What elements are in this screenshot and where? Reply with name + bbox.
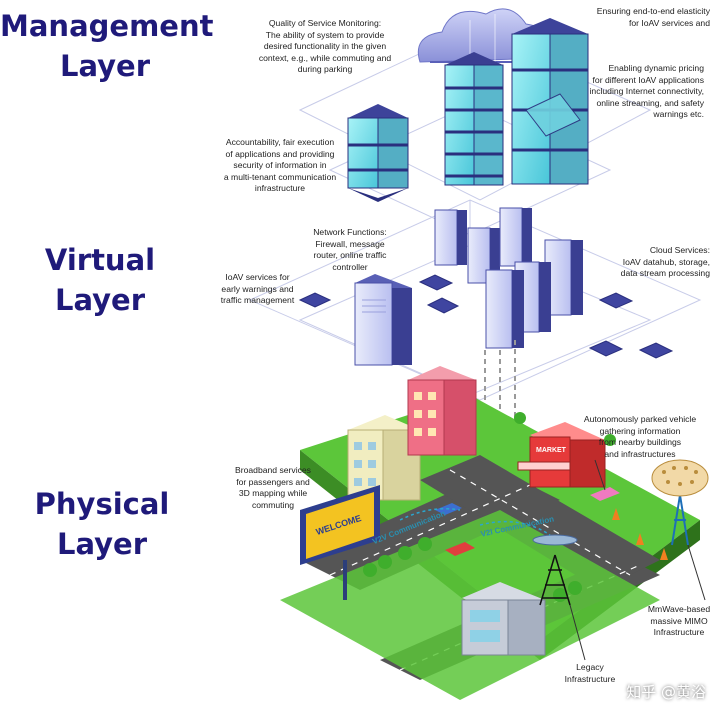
note-line: massive MIMO: [650, 615, 708, 626]
note-line: router, online traffic: [313, 250, 387, 261]
note-line: Autonomously parked vehicle: [583, 414, 697, 424]
management-layer-title: Management Layer: [0, 6, 214, 86]
note-line: Ensuring end-to-end elasticity: [596, 6, 710, 16]
ioav-services-annotation: IoAV services for early warnings and tra…: [210, 272, 305, 307]
mmwave-pointer: [687, 544, 706, 601]
broadband-annotation: Broadband services for passengers and 3D…: [218, 465, 328, 511]
note-line: Cloud Services:: [649, 245, 710, 255]
note-line: context, e.g., while commuting and: [258, 52, 392, 63]
legacy-pointer: [569, 604, 586, 661]
note-line: from nearby buildings: [598, 437, 682, 448]
note-line: data stream processing: [620, 268, 710, 279]
note-line: for different IoAV applications: [592, 74, 704, 85]
note-line: Quality of Service Monitoring:: [268, 18, 382, 28]
note-line: MmWave-based: [647, 604, 711, 614]
note-line: a multi-tenant communication: [223, 171, 337, 182]
legacy-annotation: Legacy Infrastructure: [555, 662, 625, 685]
mmwave-tower: [651, 459, 709, 546]
title-line: Management: [0, 9, 214, 43]
network-functions-annotation: Network Functions: Firewall, message rou…: [300, 227, 400, 273]
virtual-layer-title: Virtual Layer: [0, 240, 200, 320]
antenna-dish-icon: [532, 534, 578, 546]
qos-annotation: Quality of Service Monitoring: The abili…: [250, 18, 400, 76]
note-line: IoAV services for: [225, 272, 290, 282]
note-line: desired functionality in the given: [263, 41, 387, 52]
management-server-tower: [444, 52, 504, 186]
note-line: Enabling dynamic pricing: [608, 63, 704, 73]
note-line: including Internet connectivity,: [589, 86, 705, 97]
note-line: Infrastructure: [653, 627, 705, 638]
v2i-link: [479, 520, 551, 536]
note-line: traffic management: [220, 295, 295, 306]
note-line: Infrastructure: [564, 673, 616, 684]
note-line: commuting: [251, 499, 295, 510]
pink-building: [407, 366, 477, 456]
note-line: early warnings and: [221, 283, 294, 294]
market-building: [517, 422, 606, 488]
market-sign: MARKET: [536, 447, 566, 454]
title-line: Layer: [54, 283, 146, 317]
note-line: of applications and providing: [225, 148, 335, 159]
layer-connectors: [484, 340, 516, 425]
note-line: during parking: [297, 64, 353, 75]
traffic-cones: [612, 508, 668, 560]
note-line: infrastructure: [254, 183, 306, 194]
note-line: warnings etc.: [653, 109, 704, 120]
beige-building: [347, 415, 421, 501]
cloud-services-annotation: Cloud Services: IoAV datahub, storage, d…: [590, 245, 710, 280]
note-line: Broadband services: [235, 465, 311, 475]
title-line: Virtual: [44, 243, 156, 277]
pricing-annotation: Enabling dynamic pricing for different I…: [560, 63, 705, 121]
virtual-server-main: [354, 274, 412, 366]
v2v-link: [399, 508, 461, 521]
autonomous-pointer: [594, 459, 606, 491]
management-server-right: [511, 18, 589, 185]
title-line: Layer: [59, 49, 151, 83]
note-line: gathering information: [599, 425, 681, 436]
gray-building: [461, 582, 546, 656]
note-line: controller: [332, 261, 368, 272]
note-line: and infrastructures: [604, 448, 676, 459]
note-line: The ability of system to provide: [265, 29, 385, 40]
note-line: for IoAV services and: [628, 17, 710, 28]
mmwave-annotation: MmWave-based massive MIMO Infrastructure: [640, 604, 718, 639]
physical-layer-title: Physical Layer: [0, 484, 204, 564]
management-server-left: [347, 104, 409, 202]
autonomous-annotation: Autonomously parked vehicle gathering in…: [570, 414, 710, 460]
elasticity-annotation: Ensuring end-to-end elasticity for IoAV …: [560, 6, 710, 29]
note-line: IoAV datahub, storage,: [622, 256, 710, 267]
note-line: security of information in: [233, 160, 327, 171]
note-line: online streaming, and safety: [596, 97, 705, 108]
title-line: Layer: [56, 527, 148, 561]
note-line: for passengers and: [236, 476, 310, 487]
virtual-server-cluster: [434, 207, 583, 349]
title-line: Physical: [34, 487, 170, 521]
legacy-tower: [539, 554, 571, 606]
note-line: Network Functions:: [313, 227, 387, 237]
note-line: 3D mapping while: [238, 488, 308, 499]
note-line: Legacy: [576, 662, 604, 672]
note-line: Firewall, message: [315, 238, 385, 249]
virtual-function-boxes: [298, 274, 674, 359]
watermark: 知乎 @黄浴: [626, 683, 706, 701]
accountability-annotation: Accountability, fair execution of applic…: [210, 137, 350, 195]
billboard: [300, 485, 380, 600]
note-line: Accountability, fair execution: [225, 137, 335, 147]
